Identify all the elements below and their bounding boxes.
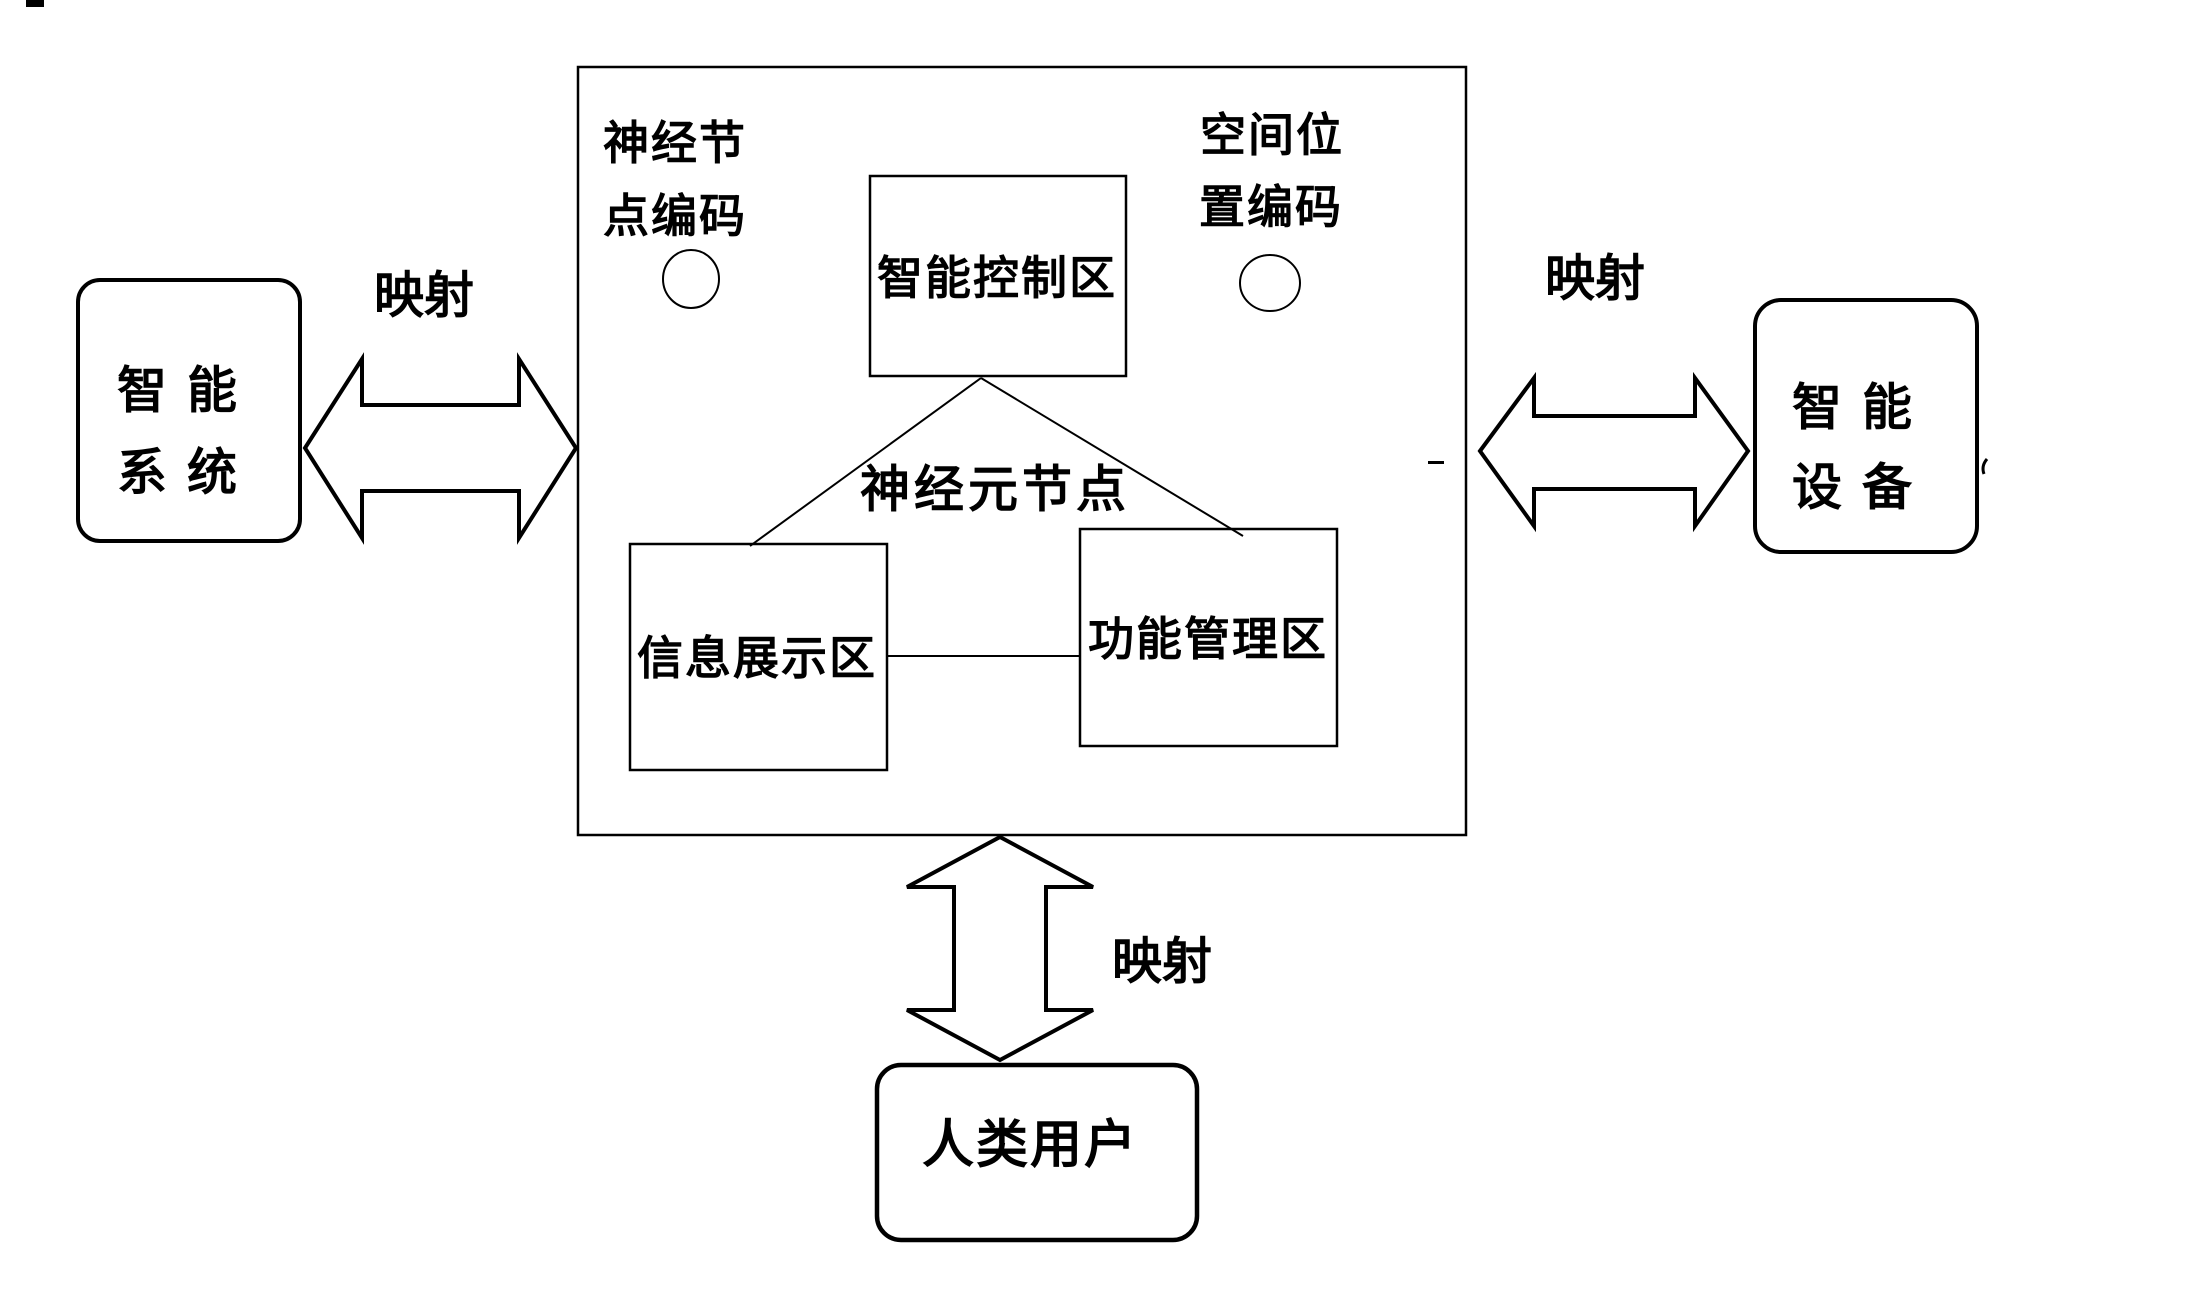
control-area-label: 智能控制区	[877, 251, 1117, 305]
neuron-node-label: 神经元节点	[860, 460, 1130, 519]
intelligent-device-label-line2: 设备	[1792, 458, 1932, 517]
bottom-mapping-label: 映射	[1112, 932, 1212, 991]
stray-dash-center-right	[1428, 461, 1444, 464]
intelligent-system-label-line2: 系统	[117, 443, 257, 502]
stray-tick-near-device-box	[1981, 458, 1989, 475]
neural-node-encoding-label-line2: 点编码	[603, 189, 747, 243]
left-mapping-label: 映射	[374, 266, 474, 325]
function-management-label: 功能管理区	[1088, 612, 1328, 666]
function-management-box	[1078, 527, 1339, 748]
human-user-label: 人类用户	[922, 1115, 1138, 1176]
intelligent-system-box	[76, 278, 302, 543]
left-mapping-arrow	[302, 352, 579, 545]
right-mapping-label: 映射	[1545, 249, 1645, 308]
spatial-position-encoding-label-line1: 空间位	[1200, 108, 1344, 162]
spatial-position-circle	[1239, 254, 1301, 312]
outer-boundary-box	[576, 65, 1468, 837]
control-area-box	[868, 174, 1128, 378]
human-user-box	[874, 1062, 1200, 1243]
stray-mark-top-left	[26, 0, 44, 7]
neural-node-circle	[662, 249, 720, 309]
spatial-position-encoding-label-line2: 置编码	[1199, 180, 1343, 234]
intelligent-device-label-line1: 智能	[1792, 378, 1932, 437]
info-display-label: 信息展示区	[637, 631, 877, 685]
neural-node-encoding-label-line1: 神经节	[603, 116, 747, 170]
intelligent-system-label-line1: 智能	[117, 361, 257, 420]
bottom-mapping-arrow	[906, 834, 1094, 1063]
intelligent-device-box	[1753, 298, 1979, 554]
diagonal-line-right	[980, 377, 1244, 537]
diagonal-line-left	[749, 377, 982, 547]
right-mapping-arrow	[1477, 371, 1751, 533]
